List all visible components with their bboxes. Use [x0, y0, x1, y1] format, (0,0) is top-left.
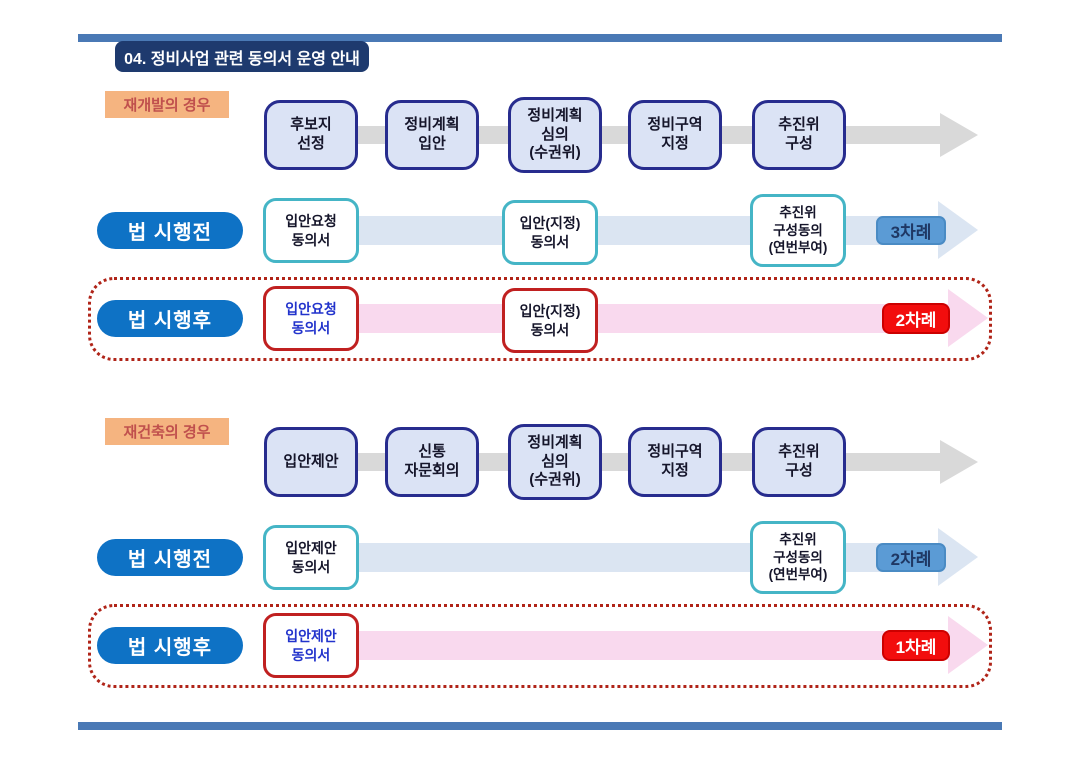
page-title: 04. 정비사업 관련 동의서 운영 안내 — [115, 41, 369, 72]
process-step-candidate-site: 후보지 선정 — [264, 100, 358, 170]
consent-box-committee-consent: 추진위 구성동의 (연번부여) — [750, 194, 846, 267]
phase-pill-before-law-2: 법 시행전 — [97, 539, 243, 576]
count-badge-before: 3차례 — [876, 216, 946, 245]
consent-box-draft-request: 입안요청 동의서 — [263, 198, 359, 263]
after-law-arrow-head-2 — [948, 616, 988, 674]
phase-pill-after-law: 법 시행후 — [97, 300, 243, 337]
consent-box-draft-designation-after: 입안(지정) 동의서 — [502, 288, 598, 353]
after-law-arrow-shaft — [305, 304, 950, 333]
process-step-zone-designation-2: 정비구역 지정 — [628, 427, 722, 497]
after-law-arrow-shaft-2 — [305, 631, 950, 660]
process-flow-arrow-head-2 — [940, 440, 978, 484]
process-step-proposal: 입안제안 — [264, 427, 358, 497]
process-step-plan-review-2: 정비계획 심의 (수권위) — [508, 424, 602, 500]
process-step-committee-formation: 추진위 구성 — [752, 100, 846, 170]
bottom-divider-bar — [78, 722, 1002, 730]
count-badge-before-2: 2차례 — [876, 543, 946, 572]
process-step-committee-formation-2: 추진위 구성 — [752, 427, 846, 497]
consent-box-committee-consent-2: 추진위 구성동의 (연번부여) — [750, 521, 846, 594]
section-label-reconstruction: 재건축의 경우 — [105, 418, 229, 445]
top-divider-bar — [78, 34, 1002, 42]
process-step-advisory-meeting: 신통 자문회의 — [385, 427, 479, 497]
process-step-plan-review: 정비계획 심의 (수권위) — [508, 97, 602, 173]
consent-box-draft-designation: 입안(지정) 동의서 — [502, 200, 598, 265]
process-flow-arrow-head — [940, 113, 978, 157]
after-law-arrow-head — [948, 289, 988, 347]
count-badge-after: 2차례 — [882, 303, 950, 334]
phase-pill-before-law: 법 시행전 — [97, 212, 243, 249]
consent-box-draft-request-after: 입안요청 동의서 — [263, 286, 359, 351]
phase-pill-after-law-2: 법 시행후 — [97, 627, 243, 664]
consent-box-proposal-after: 입안제안 동의서 — [263, 613, 359, 678]
process-step-plan-draft: 정비계획 입안 — [385, 100, 479, 170]
count-badge-after-2: 1차례 — [882, 630, 950, 661]
process-step-zone-designation: 정비구역 지정 — [628, 100, 722, 170]
section-label-redevelopment: 재개발의 경우 — [105, 91, 229, 118]
consent-box-proposal: 입안제안 동의서 — [263, 525, 359, 590]
